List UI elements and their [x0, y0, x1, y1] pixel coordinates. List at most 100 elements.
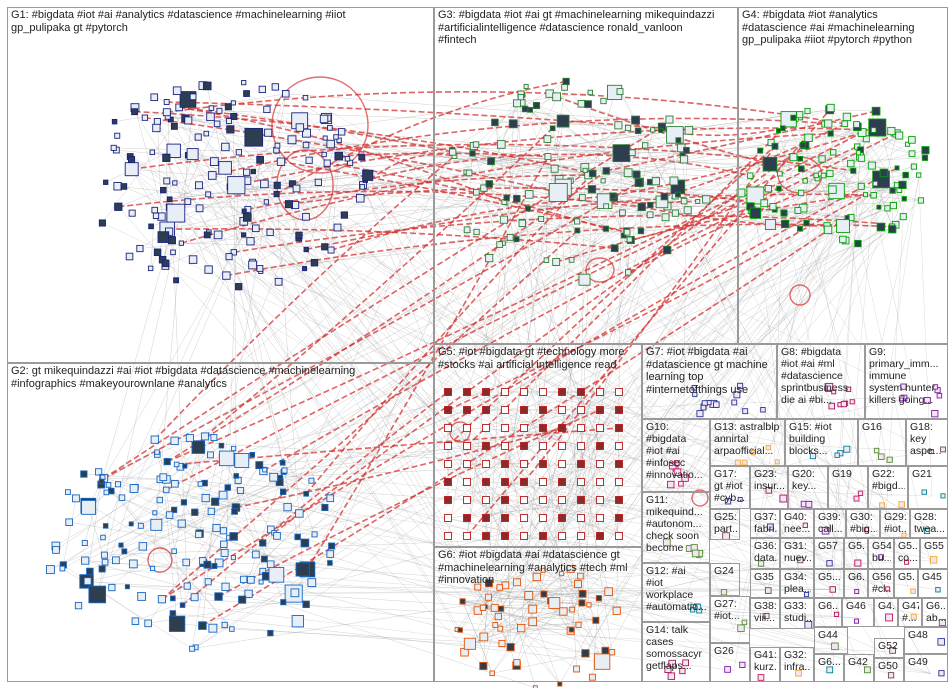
node[interactable] — [230, 445, 237, 452]
node[interactable] — [284, 200, 293, 209]
node[interactable] — [362, 169, 374, 181]
node[interactable] — [558, 532, 566, 540]
node[interactable] — [283, 502, 292, 512]
node[interactable] — [162, 153, 171, 162]
node[interactable] — [295, 123, 305, 132]
node[interactable] — [574, 227, 581, 234]
node[interactable] — [667, 480, 675, 489]
node[interactable] — [528, 604, 538, 614]
node[interactable] — [230, 249, 237, 256]
node[interactable] — [266, 525, 275, 534]
node[interactable] — [197, 481, 204, 487]
node[interactable] — [596, 424, 604, 432]
node[interactable] — [767, 138, 775, 147]
group-panel-g4[interactable]: G4: #bigdata #iot #analytics#datascience… — [738, 7, 948, 344]
node[interactable] — [314, 178, 322, 186]
node[interactable] — [310, 258, 319, 267]
node[interactable] — [931, 410, 939, 418]
node[interactable] — [604, 587, 613, 596]
node[interactable] — [463, 442, 471, 450]
node[interactable] — [637, 202, 646, 212]
node[interactable] — [191, 440, 206, 454]
node[interactable] — [482, 442, 490, 450]
node[interactable] — [857, 490, 864, 496]
node[interactable] — [463, 496, 471, 504]
group-panel-g31[interactable]: G31:nuev... — [780, 538, 814, 569]
node[interactable] — [311, 531, 318, 538]
node[interactable] — [124, 162, 139, 177]
node[interactable] — [577, 460, 585, 468]
node[interactable] — [213, 230, 223, 240]
node[interactable] — [230, 112, 238, 121]
node[interactable] — [112, 556, 120, 565]
node[interactable] — [247, 576, 255, 584]
node[interactable] — [596, 478, 604, 486]
node[interactable] — [276, 157, 286, 166]
node[interactable] — [937, 638, 945, 646]
node[interactable] — [258, 85, 266, 94]
node[interactable] — [221, 582, 230, 591]
node[interactable] — [634, 127, 642, 135]
node[interactable] — [271, 83, 279, 91]
node[interactable] — [558, 514, 566, 522]
node[interactable] — [675, 137, 682, 144]
node[interactable] — [757, 674, 765, 681]
node[interactable] — [683, 206, 692, 215]
node[interactable] — [166, 203, 186, 223]
node[interactable] — [501, 442, 509, 450]
node[interactable] — [520, 496, 528, 504]
group-panel-g62[interactable]: G6... — [814, 654, 844, 682]
node[interactable] — [532, 101, 541, 110]
node[interactable] — [610, 244, 619, 253]
node[interactable] — [162, 486, 170, 494]
node[interactable] — [274, 277, 283, 286]
node[interactable] — [826, 560, 833, 567]
node[interactable] — [737, 624, 745, 632]
node[interactable] — [908, 150, 916, 158]
node[interactable] — [577, 424, 585, 432]
node[interactable] — [225, 253, 233, 261]
node[interactable] — [503, 194, 510, 201]
node[interactable] — [170, 122, 178, 130]
node[interactable] — [609, 192, 617, 200]
node[interactable] — [501, 406, 509, 414]
node[interactable] — [802, 522, 808, 528]
node[interactable] — [615, 478, 623, 486]
node[interactable] — [128, 209, 136, 217]
node[interactable] — [492, 622, 499, 628]
node[interactable] — [878, 554, 884, 560]
node[interactable] — [664, 665, 672, 673]
node[interactable] — [120, 183, 128, 190]
node[interactable] — [765, 444, 771, 451]
node[interactable] — [279, 488, 287, 495]
node[interactable] — [513, 659, 521, 667]
node[interactable] — [520, 532, 528, 540]
node[interactable] — [595, 595, 603, 602]
node[interactable] — [776, 185, 782, 192]
group-panel-g17[interactable]: G17:gt #iot#cyb... — [710, 466, 750, 509]
node[interactable] — [548, 597, 561, 609]
node[interactable] — [879, 502, 886, 509]
node[interactable] — [358, 153, 366, 161]
node[interactable] — [496, 584, 503, 591]
node[interactable] — [168, 615, 186, 632]
node[interactable] — [878, 453, 885, 460]
node[interactable] — [558, 388, 566, 396]
group-panel-g33[interactable]: G33:studi... — [780, 598, 814, 629]
node[interactable] — [159, 473, 168, 482]
node[interactable] — [171, 506, 178, 513]
node[interactable] — [578, 589, 587, 598]
node[interactable] — [568, 626, 575, 633]
node[interactable] — [799, 142, 806, 149]
node[interactable] — [243, 90, 250, 97]
node[interactable] — [940, 493, 946, 499]
node[interactable] — [539, 388, 547, 396]
node[interactable] — [623, 168, 633, 178]
group-panel-g10[interactable]: G10:#bigdata#iot #ai#infosec#innovatio..… — [642, 419, 710, 492]
node[interactable] — [255, 461, 264, 469]
group-panel-g22[interactable]: G22:#bigd... — [868, 466, 908, 509]
node[interactable] — [307, 578, 317, 587]
node[interactable] — [602, 167, 610, 175]
